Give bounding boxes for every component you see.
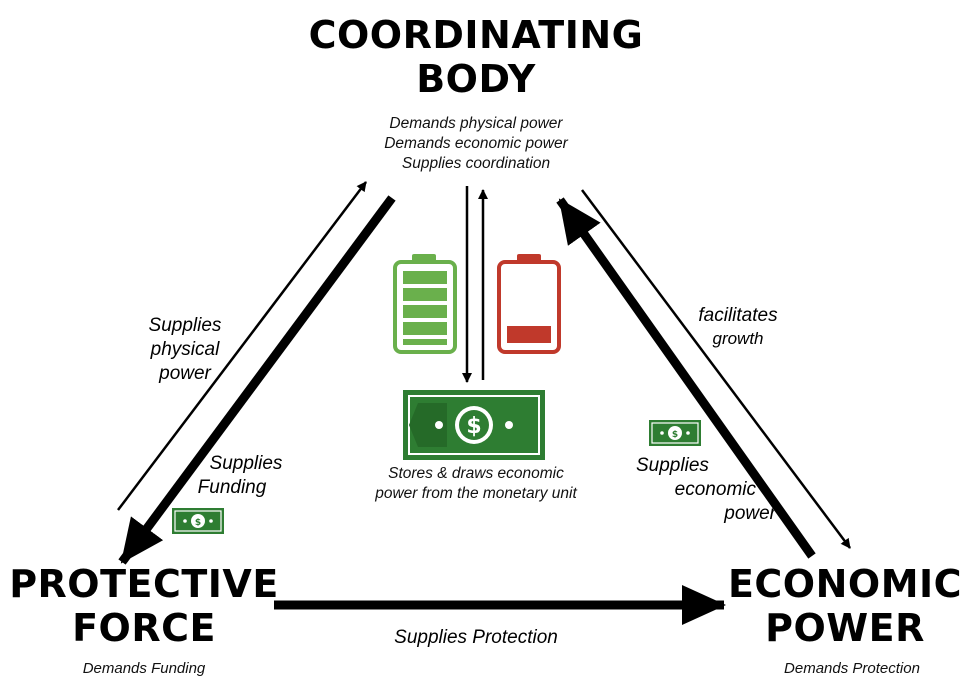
protective-title-line1: PROTECTIVE bbox=[9, 562, 279, 606]
coordinating-note-2: Demands economic power bbox=[384, 135, 568, 152]
label-line: growth bbox=[712, 328, 764, 348]
protective-note: Demands Funding bbox=[82, 660, 206, 677]
coordinating-title-line2: BODY bbox=[416, 56, 536, 101]
coordinating-note-1: Demands physical power bbox=[389, 115, 563, 132]
arrow-coordinating-to-economic bbox=[580, 189, 852, 549]
label-line: economic bbox=[674, 478, 756, 500]
label-line: Supplies bbox=[209, 453, 283, 474]
label-facilitates-growth: facilitates growth bbox=[678, 304, 798, 349]
economic-title-line1: ECONOMIC bbox=[727, 562, 963, 606]
label-line: physical bbox=[150, 338, 220, 360]
label-line: Supplies bbox=[636, 455, 709, 476]
label-supplies-protection: Supplies Protection bbox=[394, 627, 558, 648]
label-line: Supplies bbox=[148, 315, 222, 336]
arrow-protective-to-coordinating bbox=[117, 181, 367, 511]
label-line: power bbox=[724, 502, 776, 524]
svg-text:$: $ bbox=[466, 414, 481, 439]
label-line: power bbox=[159, 362, 211, 384]
coordinating-note-3: Supplies coordination bbox=[401, 155, 551, 172]
battery-full-icon bbox=[393, 254, 457, 354]
coordinating-body-title: COORDINATING BODY bbox=[286, 13, 666, 101]
coordinating-notes: Demands physical power Demands economic … bbox=[326, 114, 626, 174]
svg-text:$: $ bbox=[672, 430, 678, 440]
label-supplies-physical-power: Supplies physical power bbox=[130, 314, 240, 385]
label-line: facilitates bbox=[698, 305, 778, 326]
battery-low-icon bbox=[497, 254, 561, 354]
economic-power-title: ECONOMIC POWER bbox=[718, 562, 972, 650]
center-caption-line1: Stores & draws economic bbox=[388, 465, 564, 482]
arrow-coordinating-to-protective bbox=[118, 195, 396, 565]
protective-force-title: PROTECTIVE FORCE bbox=[4, 562, 284, 650]
svg-text:$: $ bbox=[195, 518, 201, 528]
protective-title-line2: FORCE bbox=[72, 605, 216, 650]
label-supplies-funding: Supplies Funding bbox=[186, 452, 306, 500]
label-supplies-economic-power: Supplies economic power bbox=[626, 454, 776, 525]
coordinating-title-line1: COORDINATING bbox=[308, 13, 644, 57]
center-caption-line2: power from the monetary unit bbox=[375, 485, 577, 502]
label-line: Funding bbox=[197, 476, 267, 498]
banknote-icon: $ bbox=[403, 390, 545, 460]
economic-title-line2: POWER bbox=[765, 605, 925, 650]
banknote-icon-left: $ bbox=[172, 508, 224, 534]
arrow-economic-to-coordinating bbox=[556, 197, 816, 559]
economic-note: Demands Protection bbox=[784, 660, 920, 677]
banknote-icon-right: $ bbox=[649, 420, 701, 446]
center-caption: Stores & draws economic power from the m… bbox=[346, 464, 606, 504]
